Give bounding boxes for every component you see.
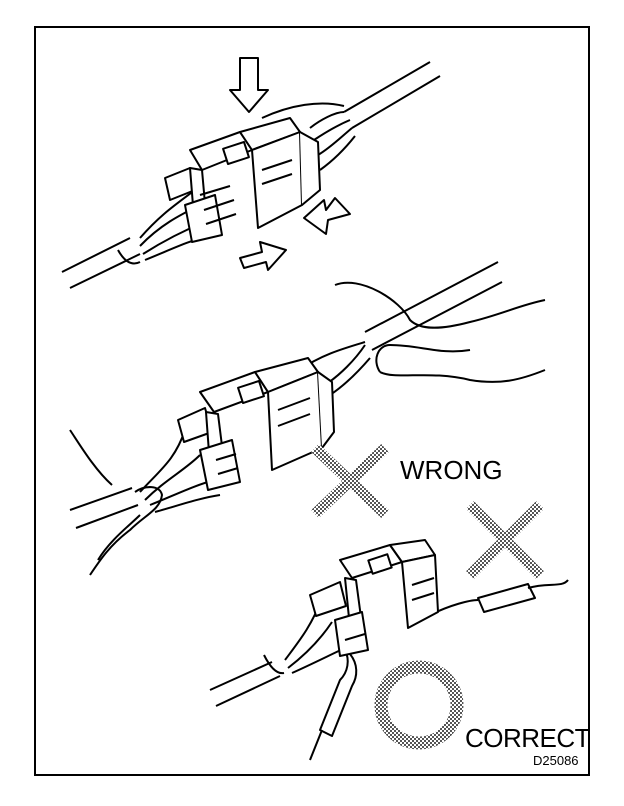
probe-lower (319, 649, 358, 737)
left-arrow-icon (303, 197, 351, 235)
correct-circle-icon (374, 660, 464, 750)
figure-code: D25086 (533, 753, 579, 768)
probe-right (477, 583, 536, 613)
correct-label: CORRECT (465, 723, 591, 753)
down-arrow-icon (229, 57, 269, 113)
top-right-cable (343, 61, 441, 129)
top-left-cable (61, 237, 141, 289)
figure-frame (34, 26, 590, 776)
left-hand (69, 429, 163, 576)
right-arrow-icon (239, 241, 287, 271)
bottom-connector-group (209, 539, 569, 761)
right-hand (334, 281, 546, 383)
wrong-x-icon-2 (466, 501, 544, 579)
wrong-x-icon (311, 443, 389, 519)
middle-right-cable (364, 261, 503, 351)
wrong-label: WRONG (400, 455, 503, 485)
middle-connector-group (69, 261, 546, 576)
top-connector-group (61, 57, 441, 289)
